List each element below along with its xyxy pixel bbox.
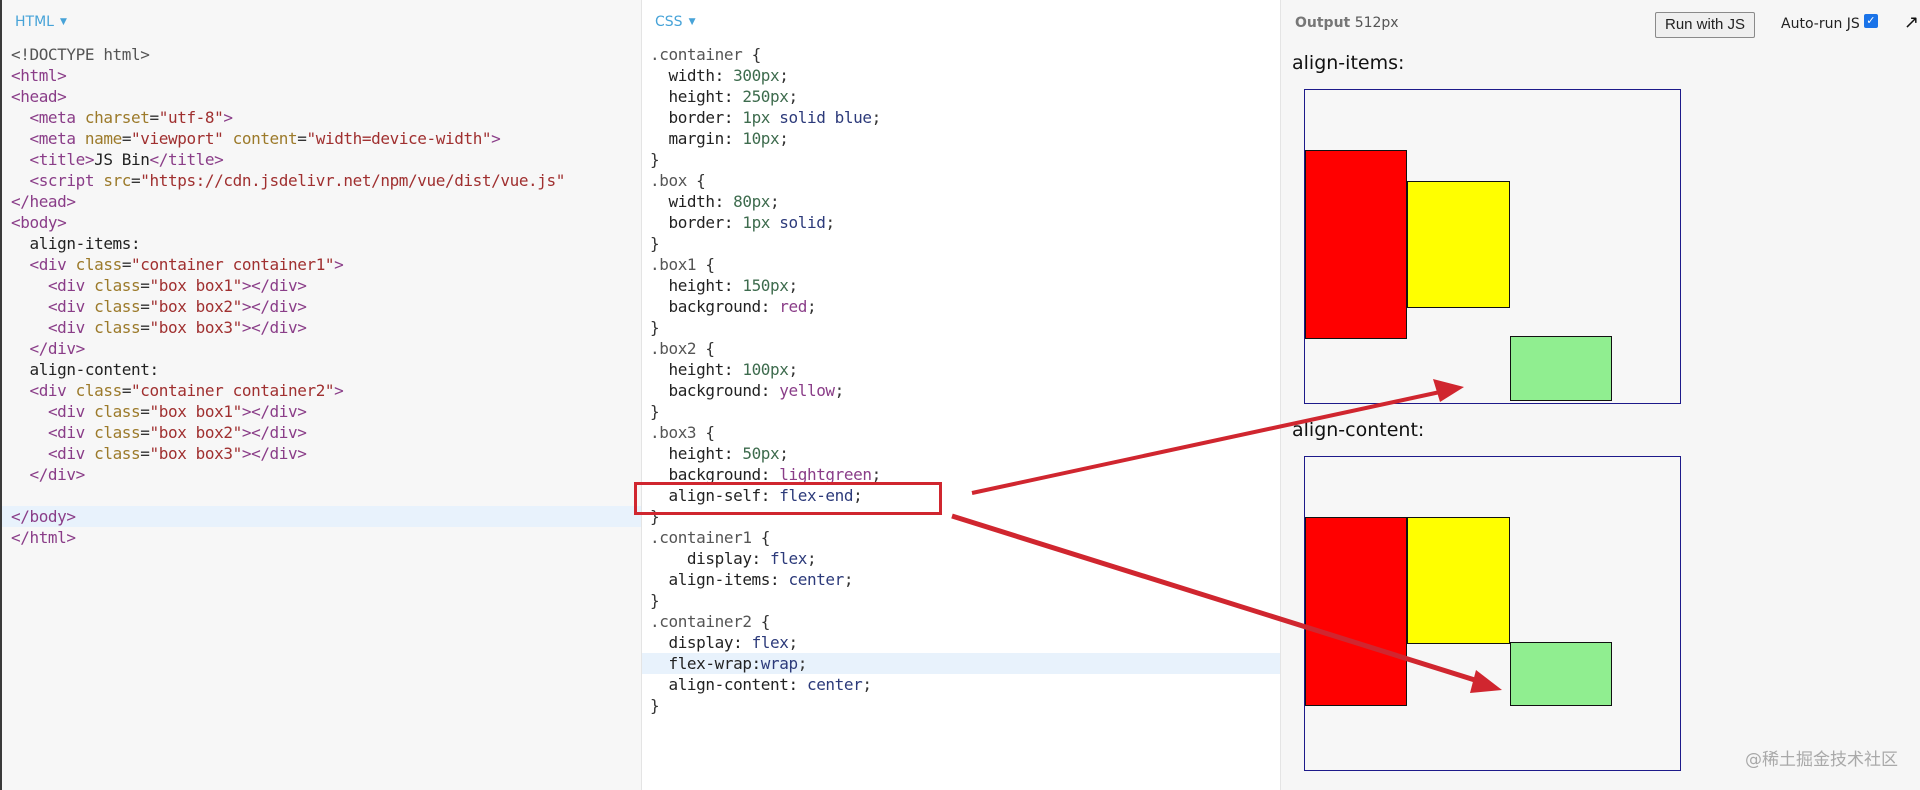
html-code-line[interactable]: <meta name="viewport" content="width=dev… xyxy=(29,129,501,148)
html-code-line[interactable]: <div class="box box1"></div> xyxy=(47,276,307,295)
html-code-line[interactable]: <div class="box box3"></div> xyxy=(47,318,307,337)
output-panel: Output 512px Run with JS Auto-run JS ✓ ↗… xyxy=(1281,0,1920,790)
css-code-line[interactable]: align-self: flex-end; xyxy=(650,486,863,505)
auto-run-js-toggle[interactable]: Auto-run JS ✓ xyxy=(1781,14,1878,32)
html-code-line[interactable]: align-content: xyxy=(11,360,159,379)
demo-label-align-items: align-items: xyxy=(1292,52,1405,74)
css-code-line[interactable]: } xyxy=(650,402,660,421)
output-label: Output xyxy=(1295,15,1351,31)
html-code-line[interactable]: <div class="box box1"></div> xyxy=(47,402,307,421)
css-code-line[interactable]: .box3 { xyxy=(650,423,715,442)
css-code-line[interactable]: .box { xyxy=(650,171,706,190)
html-code-line[interactable]: <div class="container container1"> xyxy=(29,255,344,274)
css-editor-panel[interactable]: CSS ▼ .container { width: 300px; height:… xyxy=(642,0,1281,790)
css-code-line[interactable]: flex-wrap:wrap; xyxy=(642,653,1280,674)
html-code-line[interactable]: <head> xyxy=(11,87,67,106)
chevron-down-icon: ▼ xyxy=(59,17,67,27)
demo-label-align-content: align-content: xyxy=(1292,419,1425,441)
css-code-line[interactable]: height: 150px; xyxy=(650,276,798,295)
container2-preview xyxy=(1304,456,1681,771)
css-code-line[interactable]: width: 300px; xyxy=(650,66,789,85)
css-code-line[interactable]: align-items: center; xyxy=(650,570,854,589)
css-code-line[interactable]: height: 50px; xyxy=(650,444,789,463)
css-code-line[interactable]: } xyxy=(650,150,660,169)
css-code-line[interactable]: width: 80px; xyxy=(650,192,780,211)
css-code-line[interactable]: border: 1px solid blue; xyxy=(650,108,881,127)
html-code-line[interactable]: <title>JS Bin</title> xyxy=(29,150,224,169)
css-code-line[interactable]: background: yellow; xyxy=(650,381,844,400)
html-code-line[interactable]: <div class="box box2"></div> xyxy=(47,297,307,316)
preview-box2 xyxy=(1407,517,1510,644)
css-code-line[interactable]: background: lightgreen; xyxy=(650,465,881,484)
html-panel-dropdown[interactable]: HTML ▼ xyxy=(15,14,67,30)
html-code-line[interactable]: </head> xyxy=(11,192,76,211)
output-width: 512px xyxy=(1354,15,1399,31)
css-code-line[interactable]: .box2 { xyxy=(650,339,715,358)
css-code-line[interactable]: align-content: center; xyxy=(650,675,872,694)
css-code-line[interactable]: } xyxy=(650,234,660,253)
auto-run-js-label: Auto-run JS xyxy=(1781,16,1860,32)
html-code-line[interactable]: <html> xyxy=(11,66,67,85)
css-panel-label: CSS xyxy=(655,14,683,30)
output-title: Output 512px xyxy=(1295,15,1399,31)
watermark: @稀土掘金技术社区 xyxy=(1745,750,1898,770)
html-code-line[interactable]: </div> xyxy=(29,339,85,358)
html-code-line[interactable]: </html> xyxy=(11,528,76,547)
css-code-line[interactable]: } xyxy=(650,318,660,337)
html-code-line[interactable]: <script src="https://cdn.jsdelivr.net/np… xyxy=(29,171,565,190)
html-code-line[interactable]: <div class="container container2"> xyxy=(29,381,344,400)
css-code-line[interactable]: .container { xyxy=(650,45,761,64)
html-code-line[interactable]: align-items: xyxy=(11,234,141,253)
run-with-js-button[interactable]: Run with JS xyxy=(1655,12,1756,38)
html-code-line[interactable]: <!DOCTYPE html> xyxy=(11,45,150,64)
css-code-line[interactable]: } xyxy=(650,696,660,715)
preview-box1 xyxy=(1305,517,1407,706)
html-code-line[interactable]: <meta charset="utf-8"> xyxy=(29,108,233,127)
preview-box2 xyxy=(1407,181,1510,308)
css-code-line[interactable]: height: 100px; xyxy=(650,360,798,379)
container1-preview xyxy=(1304,89,1681,404)
html-code-line[interactable]: <div class="box box3"></div> xyxy=(47,444,307,463)
html-code-line[interactable]: </body> xyxy=(2,506,641,527)
css-code-line[interactable]: .container2 { xyxy=(650,612,771,631)
css-code-line[interactable]: } xyxy=(650,507,660,526)
html-code-line[interactable] xyxy=(2,485,641,506)
preview-box3 xyxy=(1510,642,1612,706)
html-code-line[interactable]: </div> xyxy=(29,465,85,484)
css-code-line[interactable]: height: 250px; xyxy=(650,87,798,106)
css-code-editor[interactable]: .container { width: 300px; height: 250px… xyxy=(642,44,1280,716)
css-code-line[interactable]: .container1 { xyxy=(650,528,771,547)
css-code-line[interactable]: display: flex; xyxy=(650,633,798,652)
css-code-line[interactable]: margin: 10px; xyxy=(650,129,789,148)
html-editor-panel[interactable]: HTML ▼ <!DOCTYPE html> <html> <head> <meta… xyxy=(0,0,642,790)
auto-run-checkbox[interactable]: ✓ xyxy=(1863,14,1878,28)
html-code-line[interactable]: <div class="box box2"></div> xyxy=(47,423,307,442)
css-panel-dropdown[interactable]: CSS ▼ xyxy=(655,14,695,30)
popout-arrow-icon[interactable]: ↗ xyxy=(1904,12,1920,33)
chevron-down-icon: ▼ xyxy=(688,17,696,27)
html-panel-label: HTML xyxy=(15,14,54,30)
preview-box1 xyxy=(1305,150,1407,339)
css-code-line[interactable]: .box1 { xyxy=(650,255,715,274)
html-code-line[interactable]: <body> xyxy=(11,213,67,232)
css-code-line[interactable]: border: 1px solid; xyxy=(650,213,835,232)
css-code-line[interactable]: display: flex; xyxy=(650,549,817,568)
css-code-line[interactable]: background: red; xyxy=(650,297,817,316)
html-code-editor[interactable]: <!DOCTYPE html> <html> <head> <meta charse… xyxy=(2,44,641,548)
output-header: Output 512px Run with JS Auto-run JS ✓ ↗ xyxy=(1293,12,1920,40)
css-code-line[interactable]: } xyxy=(650,591,660,610)
preview-box3 xyxy=(1510,336,1612,401)
